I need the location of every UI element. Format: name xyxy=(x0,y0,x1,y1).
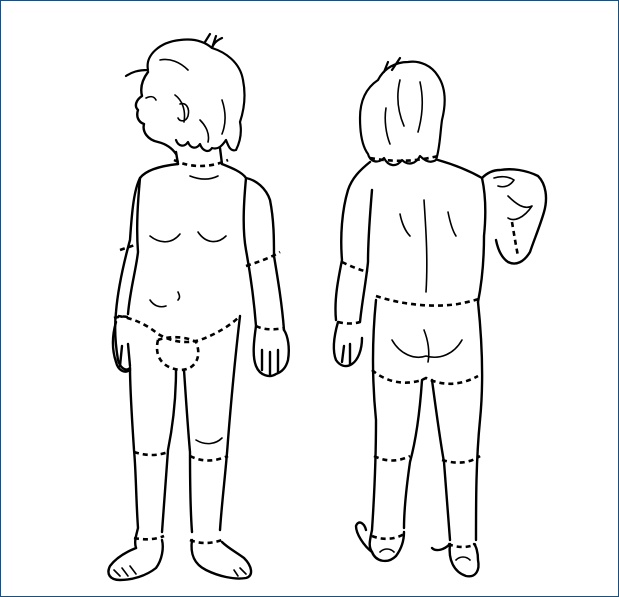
back-view-figure xyxy=(334,58,546,576)
back-left-foot xyxy=(356,523,404,561)
front-neck xyxy=(176,148,222,164)
back-raised-hand xyxy=(494,177,532,220)
front-view-figure xyxy=(108,34,288,580)
front-hair xyxy=(126,34,244,151)
back-hair-strands xyxy=(385,80,422,144)
front-left-leg-inner xyxy=(162,370,176,532)
front-navel xyxy=(178,292,180,300)
front-right-wrist-line xyxy=(256,326,284,329)
front-left-knee-line xyxy=(134,452,168,455)
front-right-foot xyxy=(192,540,252,579)
front-left-toes xyxy=(114,566,136,576)
back-left-leg-outer xyxy=(370,300,376,552)
back-left-wrist-line xyxy=(338,322,360,324)
front-right-arm-outer xyxy=(274,256,284,330)
back-left-leg-inner xyxy=(404,380,422,528)
back-raised-arm-line xyxy=(512,222,518,256)
front-right-ankle-line xyxy=(190,540,222,543)
back-right-ankle-line xyxy=(448,544,476,547)
front-hair-strands xyxy=(160,59,225,142)
front-torso-right xyxy=(222,164,274,256)
back-left-knee-line xyxy=(374,456,410,461)
front-right-leg-inner xyxy=(184,370,192,532)
back-waist-line xyxy=(376,296,482,306)
back-hair xyxy=(360,58,445,165)
front-eye xyxy=(146,97,156,100)
back-buttocks-line xyxy=(372,370,478,384)
front-collarbone xyxy=(190,176,218,179)
front-left-leg xyxy=(130,368,138,548)
front-right-leg xyxy=(220,316,240,530)
back-torso-right xyxy=(438,160,485,302)
back-left-arm xyxy=(360,190,372,322)
front-knee-detail xyxy=(196,438,222,444)
back-right-leg-inner xyxy=(432,380,450,540)
back-spine xyxy=(424,200,427,292)
front-neck-line xyxy=(174,160,228,166)
back-left-upperarm-line xyxy=(342,262,368,272)
back-torso-left xyxy=(335,162,370,320)
back-raised-arm xyxy=(482,169,546,263)
front-belly xyxy=(150,300,166,307)
front-left-ankle-line xyxy=(134,536,164,539)
front-right-knee-line xyxy=(190,456,228,461)
front-right-toes xyxy=(234,568,246,576)
back-left-hand xyxy=(334,322,362,366)
front-face xyxy=(136,72,176,154)
back-right-knee-line xyxy=(442,456,480,463)
back-shoulder-blade xyxy=(400,212,456,236)
back-right-leg-outer xyxy=(476,302,482,540)
front-right-arm-inner xyxy=(244,178,256,326)
front-right-hand xyxy=(254,326,289,376)
back-left-ankle-line xyxy=(372,534,404,539)
front-chest xyxy=(150,232,226,242)
